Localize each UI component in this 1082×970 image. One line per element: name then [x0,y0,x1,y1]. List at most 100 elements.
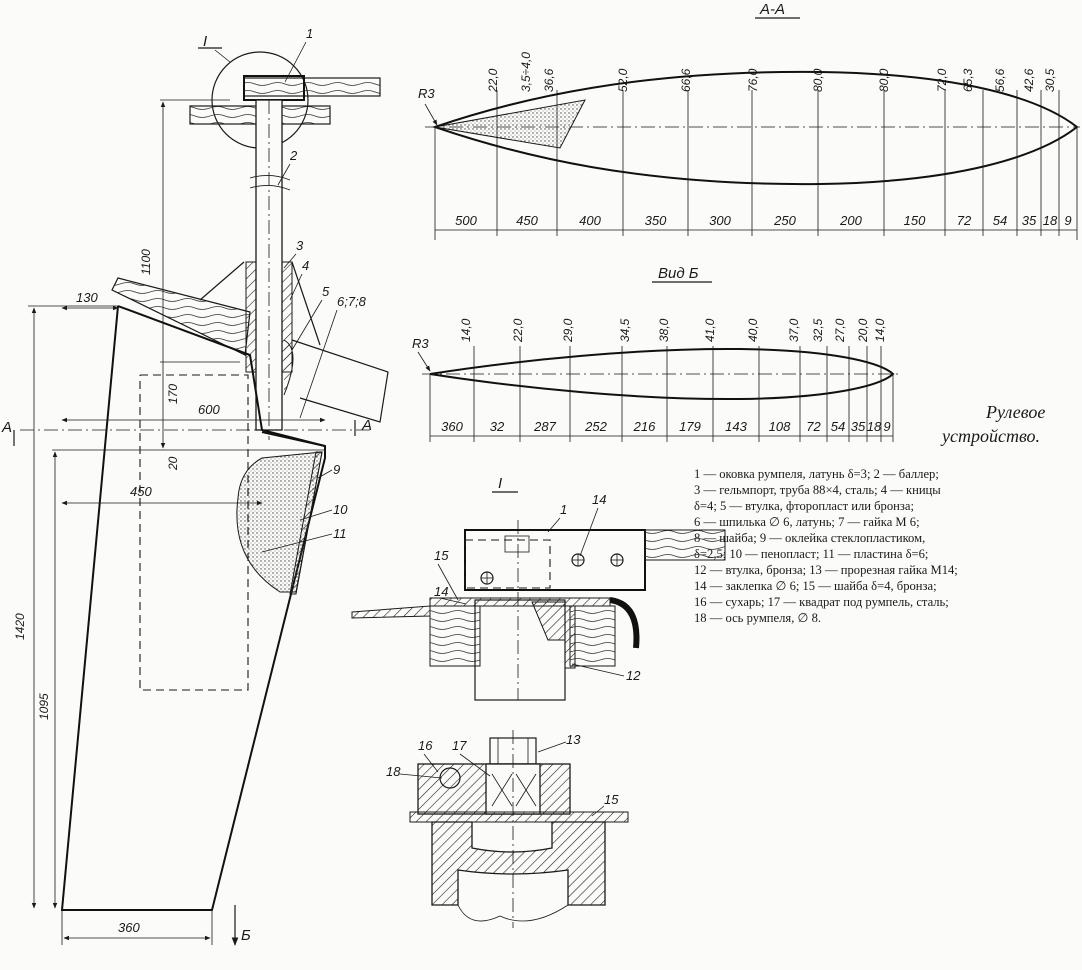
washer-15 [409,811,629,823]
b-station-label: 360 [441,419,463,434]
b-station-label: 72 [806,419,821,434]
legend-line-1: 1 — оковка румпеля, латунь δ=3; 2 — балл… [694,467,939,481]
callout-11: 11 [333,526,347,541]
legend-line-6: δ=2,5; 10 — пенопласт; 11 — пластина δ=6… [694,547,928,561]
b-thickness-label: 14,0 [459,318,473,342]
callout-3: 3 [296,238,304,253]
b-station-label: 18 [867,419,882,434]
dt-callout-13: 13 [566,732,581,747]
aa-thickness-label: 3,5÷4,0 [519,52,533,92]
callout-4: 4 [302,258,309,273]
legend-line-9: 16 — сухарь; 17 — квадрат под румпель, с… [694,595,949,609]
detail-tiller: 16 17 13 18 15 [386,730,629,928]
b-station-label: 179 [679,419,701,434]
dt-callout-17: 17 [452,738,467,753]
b-station-label: 287 [533,419,556,434]
dim-130: 130 [76,290,98,305]
b-thickness-label: 32,5 [811,318,825,342]
b-station-label: 108 [769,419,791,434]
dim-450: 450 [130,484,152,499]
aa-station-label: 54 [993,213,1007,228]
dt-callout-18: 18 [386,764,401,779]
detail-i: I 1 14 15 14 12 [351,475,726,701]
legend-line-3: δ=4; 5 — втулка, фторопласт или бронза; [694,499,914,513]
bush-housing [431,821,606,906]
callout-9: 9 [333,462,340,477]
detail-wood-left [429,605,481,667]
aa-thickness-label: 56,6 [993,68,1007,92]
legend: 1 — оковка румпеля, латунь δ=3; 2 — балл… [694,467,958,625]
dim-600: 600 [198,402,220,417]
aa-station-ticks [435,90,1077,236]
dim-170: 170 [166,384,180,404]
dim-1095: 1095 [37,693,51,720]
b-radius: R3 [412,336,429,351]
callout-5: 5 [322,284,330,299]
b-station-label: 252 [584,419,607,434]
b-station-label: 9 [883,419,890,434]
aa-thickness-label: 30,5 [1043,68,1057,92]
b-thickness-label: 22,0 [511,318,525,343]
aa-station-label: 250 [773,213,796,228]
main-rudder-view: I А А Б [1,26,389,946]
b-thickness-label: 41,0 [703,318,717,342]
b-thickness-label: 38,0 [657,318,671,342]
b-station-label: 54 [831,419,845,434]
aa-station-label: 18 [1043,213,1058,228]
b-station-label: 143 [725,419,747,434]
aa-thickness-label: 76,0 [746,68,760,92]
aa-station-label: 35 [1022,213,1037,228]
bush-section [283,339,294,396]
legend-line-10: 18 — ось румпеля, ∅ 8. [694,611,821,625]
di-callout-14b: 14 [434,584,448,599]
section-aa-title: А-А [759,1,785,18]
aa-thickness-label: 52,0 [616,68,630,92]
b-station-label: 35 [851,419,866,434]
detail-marker-label: I [203,33,207,50]
di-callout-1: 1 [560,502,567,517]
callout-1: 1 [306,26,313,41]
aa-thickness-label: 72,0 [935,68,949,92]
b-thickness-label: 37,0 [787,318,801,342]
aa-station-label: 350 [645,213,667,228]
aa-station-label: 300 [709,213,731,228]
aa-station-label: 200 [839,213,862,228]
dim-1420: 1420 [13,613,27,640]
aa-thickness-label: 65,3 [961,68,975,92]
di-callout-12: 12 [626,668,641,683]
detail-tiller-wood [644,529,726,561]
aa-thickness-label: 42,6 [1022,68,1036,92]
legend-line-4: 6 — шпилька ∅ 6, латунь; 7 — гайка М 6; [694,515,920,529]
dim-1100: 1100 [139,249,153,275]
b-station-ticks [430,346,893,442]
aa-thickness-label: 22,0 [486,68,500,93]
detail-hook [609,597,640,649]
legend-line-2: 3 — гельмпорт, труба 88×4, сталь; 4 — кн… [694,483,941,497]
detail-bush [564,605,576,669]
aa-radius: R3 [418,86,435,101]
di-callout-15: 15 [434,548,449,563]
legend-line-7: 12 — втулка, бронза; 13 — прорезная гайк… [694,563,958,577]
rudder-port-tube-left [245,261,257,373]
legend-line-5: 8 — шайба; 9 — оклейка стеклопластиком, [694,531,925,545]
internal-plate [139,374,249,691]
tiller-plank [243,77,381,97]
title-line-1: Рулевое [985,402,1045,422]
aa-station-label: 400 [579,213,601,228]
aa-station-label: 9 [1064,213,1071,228]
aa-station-label: 72 [957,213,972,228]
title-line-2: устройство. [940,426,1040,446]
aa-station-label: 500 [455,213,477,228]
b-thickness-label: 27,0 [833,318,847,343]
dim-360: 360 [118,920,140,935]
aa-station-label: 150 [904,213,926,228]
callout-2: 2 [289,148,298,163]
callout-678: 6;7;8 [337,294,367,309]
aa-station-label: 450 [516,213,538,228]
dt-callout-15: 15 [604,792,619,807]
